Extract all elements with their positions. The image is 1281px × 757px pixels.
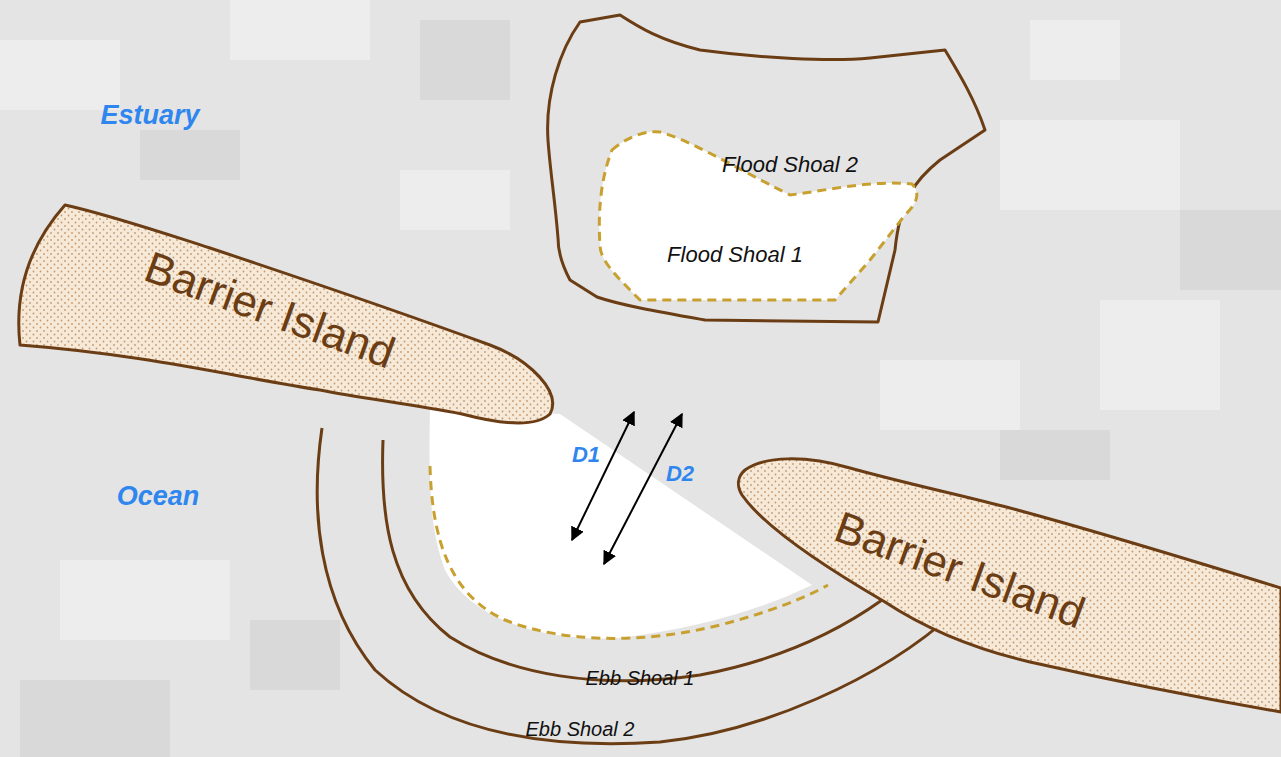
barrier-island: Barrier Island — [728, 448, 1281, 718]
shoal-label: Ebb Shoal 2 — [526, 718, 635, 741]
region-label: Ocean — [117, 481, 200, 512]
flood-shoal-core-path — [599, 132, 917, 300]
dimension-label: D1 — [572, 442, 600, 468]
flood-shoal-outline-path — [548, 15, 985, 322]
barrier-island-path — [738, 459, 1281, 712]
flood-shoal-outline: Flood Shoal 2 Flood Shoal 1 — [535, 8, 995, 333]
shoal-label: Ebb Shoal 1 — [586, 667, 695, 690]
barrier-island-path — [19, 205, 553, 423]
region-label: Estuary — [100, 100, 199, 131]
node-text: Flood Shoal 2 — [722, 152, 858, 178]
node-text: Flood Shoal 1 — [667, 242, 803, 268]
barrier-island: Barrier Island — [12, 195, 572, 430]
dimension-label: D2 — [666, 461, 694, 487]
distance-arrow — [572, 412, 634, 540]
ebb-shoal-core — [430, 408, 812, 638]
distance-arrow — [604, 414, 682, 564]
